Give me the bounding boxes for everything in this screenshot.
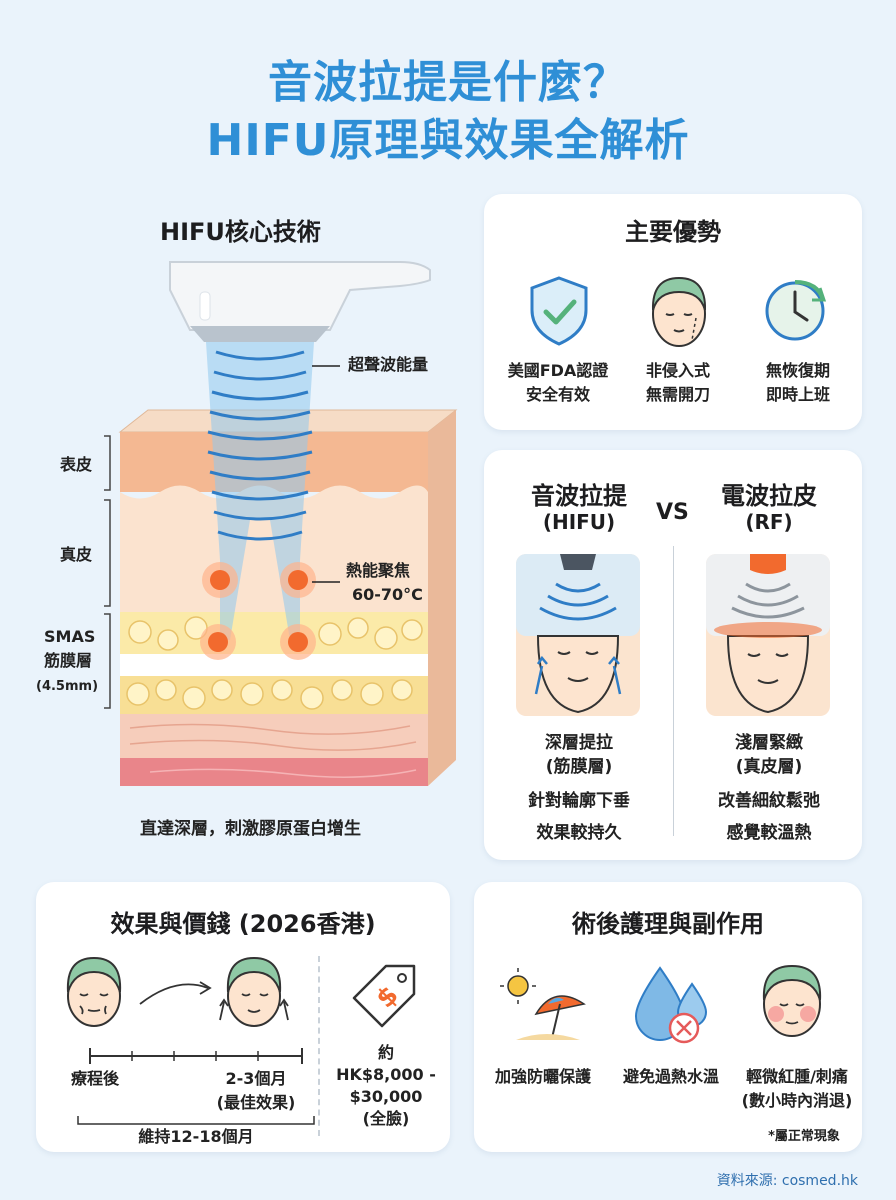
effect-price-heading: 效果與價錢 (2026香港) — [110, 910, 376, 938]
layer-dermis-label: 真皮 — [60, 545, 93, 564]
rf-title: 電波拉皮 — [721, 482, 817, 510]
advantage-sublabel-1: 安全有效 — [525, 385, 590, 404]
before-label: 療程後 — [70, 1069, 119, 1088]
aftercare-label-1: 加強防曬保護 — [494, 1067, 591, 1086]
vs-label: VS — [656, 500, 689, 525]
sun-umbrella-icon — [500, 968, 586, 1040]
aftercare-panel: 術後護理與副作用 加強防曬保護 避免過熱水溫 輕微紅腫/刺痛 (數小時內消退) … — [474, 882, 862, 1152]
rf-point-1: 淺層緊緻 — [735, 733, 803, 753]
price-prefix: 約 — [377, 1043, 394, 1062]
arrow-icon — [139, 981, 212, 1005]
aftercare-label-2: 避免過熱水溫 — [622, 1067, 719, 1086]
aftercare-label-3: 輕微紅腫/刺痛 — [746, 1067, 848, 1086]
effect-price-panel: 效果與價錢 (2026香港) 療程後 2-3個月 (最佳效果) 維持12-18個… — [36, 882, 450, 1152]
rf-point-1-sub: (真皮層) — [735, 757, 803, 777]
layer-smas-label-2: 筋膜層 — [44, 651, 93, 670]
thermal-focus-label: 熱能聚焦 — [346, 561, 411, 580]
face-icon — [651, 276, 707, 347]
advantage-label-3: 無恢復期 — [765, 361, 830, 380]
clock-icon — [765, 280, 827, 341]
price-range-high: $30,000 — [349, 1087, 423, 1106]
hifu-point-2: 針對輪廓下垂 — [528, 791, 630, 811]
hifu-face-illustration — [516, 554, 640, 716]
rf-title-sub: (RF) — [745, 510, 793, 534]
comparison-panel: 音波拉提 (HIFU) VS 電波拉皮 (RF) 深層提拉 (筋膜層) 針對輪廓… — [484, 450, 862, 860]
water-drop-cross-icon — [634, 966, 708, 1044]
page-title-line1: 音波拉提是什麼？ — [268, 57, 628, 108]
hifu-point-1-sub: (筋膜層) — [545, 757, 613, 777]
hifu-point-1: 深層提拉 — [545, 733, 613, 753]
layer-smas-depth: (4.5mm) — [36, 679, 99, 694]
after-label: 2-3個月 — [225, 1069, 287, 1088]
layer-smas-label: SMAS — [44, 627, 96, 646]
comparison-divider — [673, 546, 674, 836]
price-scope: (全臉) — [362, 1109, 410, 1128]
thermal-focus-points — [200, 562, 316, 660]
aftercare-sublabel-3: (數小時內消退) — [741, 1091, 853, 1110]
rf-point-3: 感覺較溫熱 — [726, 823, 812, 843]
hifu-title: 音波拉提 — [531, 482, 627, 510]
shield-check-icon — [530, 276, 588, 346]
timeline — [89, 1048, 303, 1064]
page-title-line2: HIFU原理與效果全解析 — [206, 115, 690, 166]
advantages-panel: 主要優勢 美國FDA認證 安全有效 非侵入式 無需開刀 無恢復期 即時上班 — [484, 194, 862, 430]
hifu-skin-diagram — [104, 261, 458, 786]
hifu-point-3: 效果較持久 — [536, 823, 622, 843]
ultrasound-beam — [206, 342, 314, 640]
after-face-icon — [219, 956, 289, 1027]
duration-label: 維持12-18個月 — [138, 1127, 254, 1146]
hifu-device — [169, 261, 431, 342]
aftercare-heading: 術後護理與副作用 — [572, 910, 764, 938]
hifu-title-sub: (HIFU) — [542, 510, 616, 534]
core-tech-heading: HIFU核心技術 — [160, 218, 321, 246]
advantages-heading: 主要優勢 — [625, 218, 721, 246]
redness-face-icon — [762, 964, 822, 1037]
before-face-icon — [66, 956, 122, 1027]
rf-point-2: 改善細紋鬆弛 — [718, 791, 820, 811]
core-tech-caption: 直達深層，刺激膠原蛋白增生 — [140, 819, 361, 839]
layer-epidermis-label: 表皮 — [60, 455, 93, 474]
price-divider — [318, 956, 320, 1136]
advantage-sublabel-2: 無需開刀 — [645, 385, 710, 404]
price-range-low: HK$8,000 - — [336, 1065, 436, 1084]
advantage-label-1: 美國FDA認證 — [507, 361, 609, 380]
price-tag-icon: $ — [352, 964, 416, 1028]
thermal-focus-temp: 60-70°C — [352, 585, 423, 604]
rf-face-illustration — [706, 554, 830, 716]
ultrasound-energy-label: 超聲波能量 — [348, 355, 429, 374]
advantage-label-2: 非侵入式 — [645, 361, 710, 380]
after-label-sub: (最佳效果) — [216, 1093, 296, 1112]
advantage-sublabel-3: 即時上班 — [765, 385, 830, 404]
aftercare-note: *屬正常現象 — [768, 1129, 840, 1144]
source-footer: 資料來源: cosmed.hk — [716, 1173, 858, 1189]
duration-bracket — [77, 1116, 315, 1125]
